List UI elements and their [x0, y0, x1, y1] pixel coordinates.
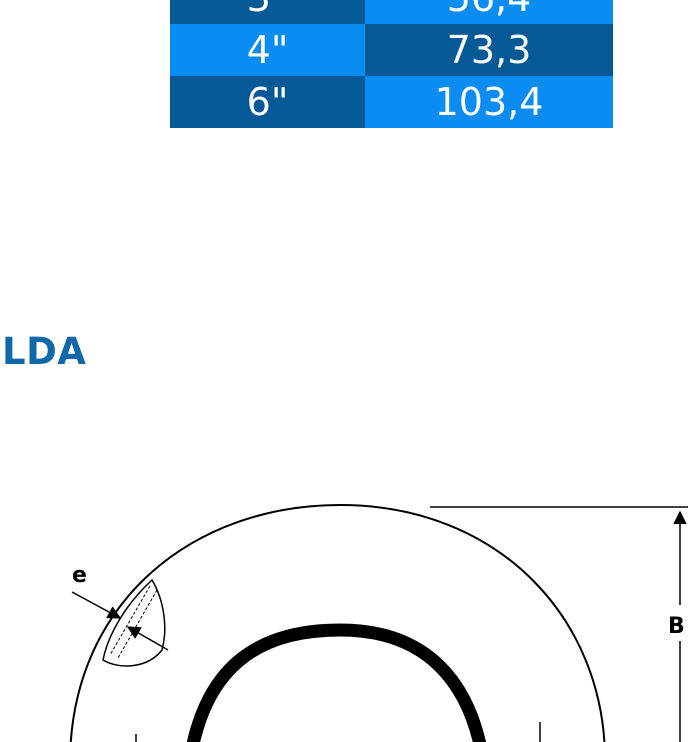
inner-arc [186, 623, 487, 742]
size-cell: 6" [170, 76, 365, 128]
value-cell: 103,4 [365, 76, 613, 128]
size-cell: 3" [170, 0, 365, 24]
dimension-label-bg [668, 605, 688, 641]
wall-hatch [109, 585, 151, 656]
wall-section [102, 578, 166, 667]
thickness-arrow-inner [126, 626, 169, 651]
thickness-arrow-outer [71, 591, 122, 619]
value-cell: 56,4 [365, 0, 613, 24]
value-cell: 73,3 [365, 24, 613, 76]
size-cell: 4" [170, 24, 365, 76]
table-row: 3" 56,4 [170, 0, 613, 24]
dimension-label: B [668, 614, 685, 639]
thickness-label: e [72, 563, 87, 588]
wall-hatch [117, 589, 158, 659]
section-title: LDA [2, 330, 87, 373]
table-row: 4" 73,3 [170, 24, 613, 76]
size-table: 3" 56,4 4" 73,3 6" 103,4 [170, 0, 613, 128]
outer-arc [69, 503, 606, 742]
table-row: 6" 103,4 [170, 76, 613, 128]
